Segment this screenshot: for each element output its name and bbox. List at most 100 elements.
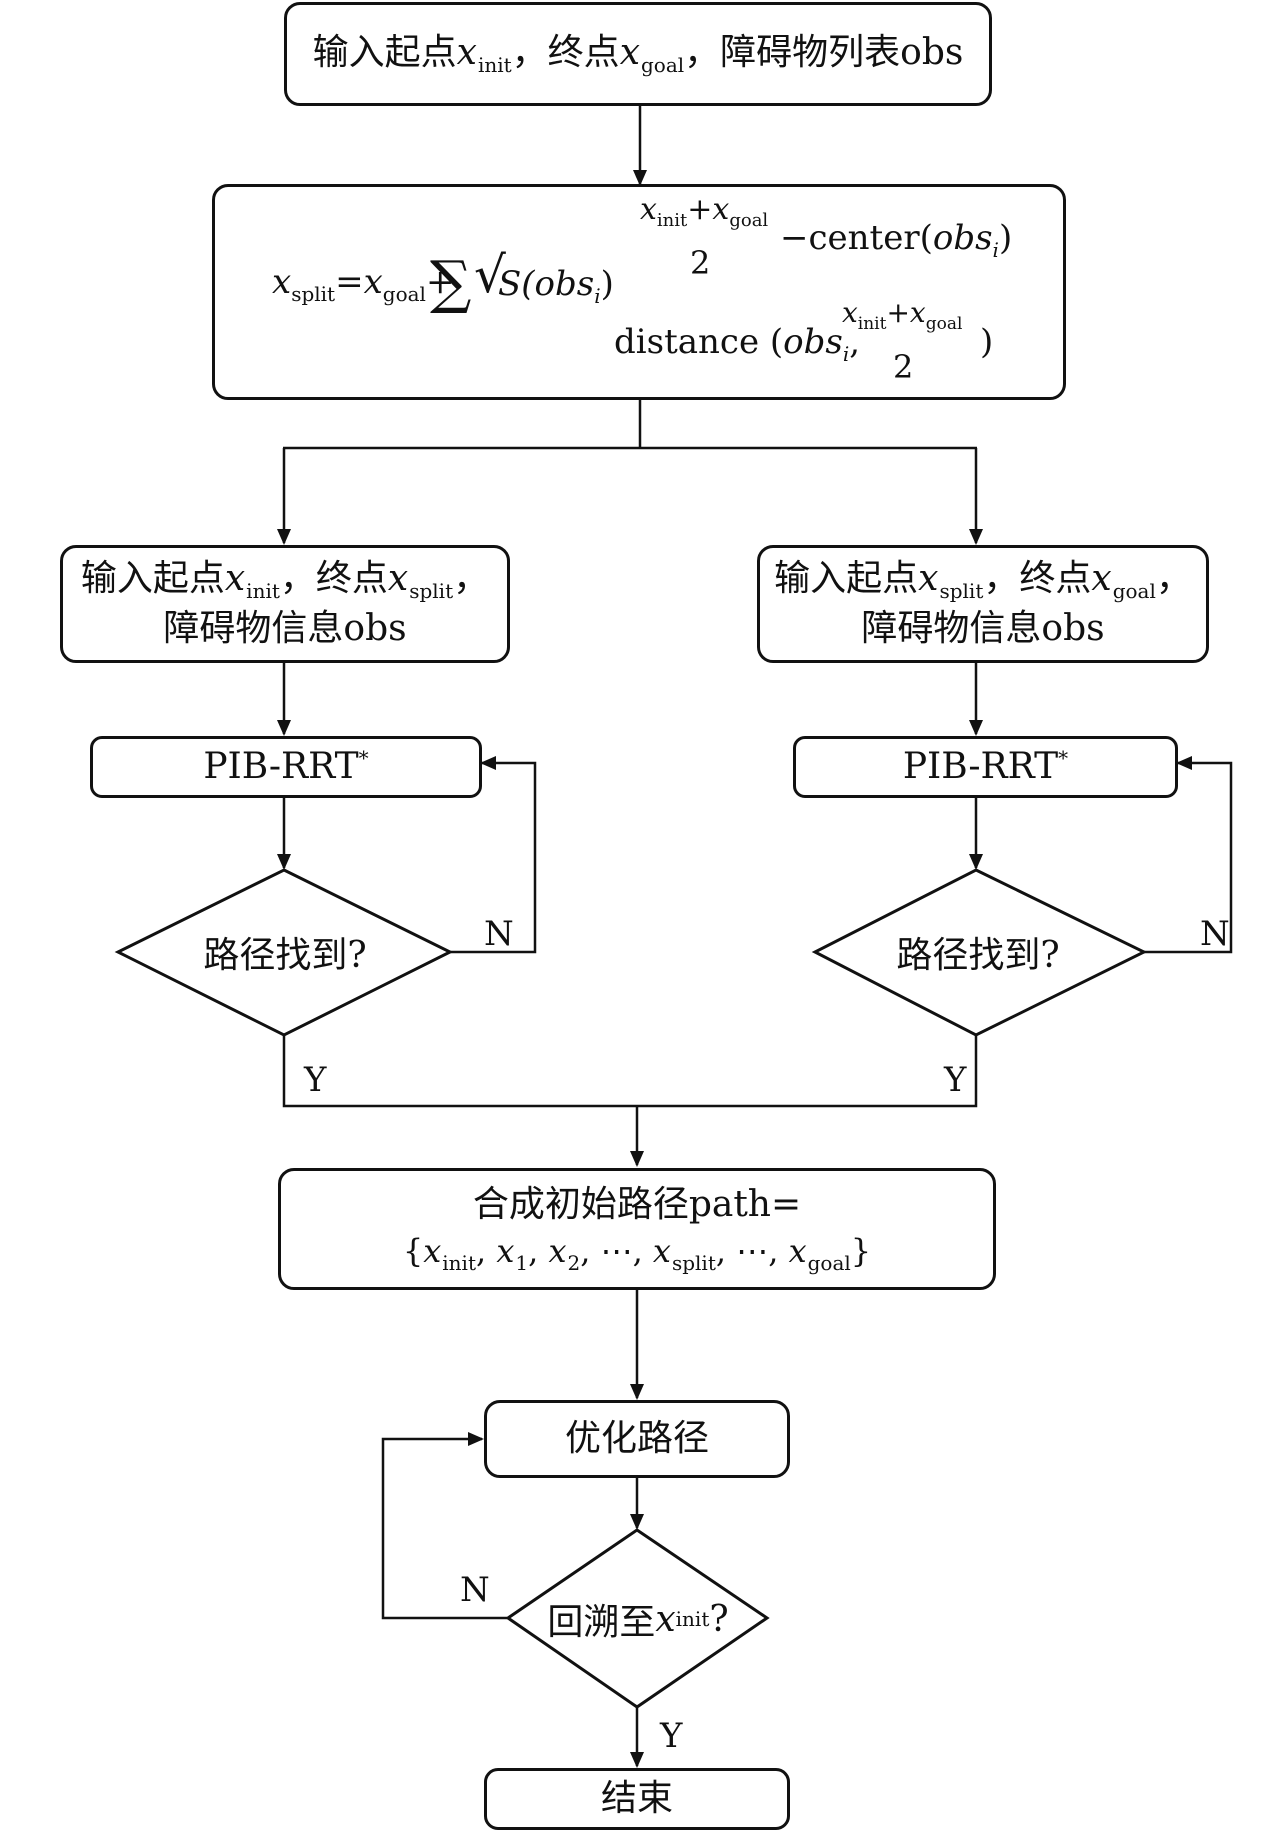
formula-sum-symbol: ∑ xyxy=(430,248,472,316)
backtrack-x: x xyxy=(655,1598,676,1640)
right-input-x1: x xyxy=(918,557,939,599)
left-input-comma: ， xyxy=(453,557,490,599)
right-input-box: 输入起点xsplit，终点xgoal， 障碍物信息obs xyxy=(757,545,1209,663)
backtrack-prefix: 回溯至 xyxy=(547,1602,656,1643)
num-obs: obs xyxy=(932,218,993,258)
merge-x-init: x xyxy=(423,1231,442,1270)
split-formula-box xyxy=(212,184,1066,400)
den-i: i xyxy=(842,342,850,366)
start-x-init: x xyxy=(456,32,477,73)
merge-s-goal: goal xyxy=(807,1250,851,1275)
formula-sqrt-symbol: √ xyxy=(474,246,506,304)
left-no-loop xyxy=(450,756,537,954)
end-label: 结束 xyxy=(600,1777,673,1819)
left-decision-diamond xyxy=(114,868,454,1037)
optimize-path-box: 优化路径 xyxy=(484,1400,790,1478)
right-pib-rrt-label: PIB-RRT* xyxy=(903,743,1068,792)
backtrack-no-label: N xyxy=(460,1570,490,1610)
num-center: −center( xyxy=(780,218,933,258)
left-decision-text: 路径找到? xyxy=(203,935,367,976)
merge-sep-6: , xyxy=(768,1231,789,1270)
merge-s-split: split xyxy=(671,1250,716,1275)
right-input-line2: 障碍物信息obs xyxy=(861,607,1105,649)
den-plus: + xyxy=(886,296,910,329)
merge-close: } xyxy=(850,1231,872,1270)
start-prefix: 输入起点 xyxy=(312,32,457,73)
formula-lhs: xsplit=xgoal+ xyxy=(272,262,454,306)
merge-sep-2: , xyxy=(528,1231,549,1270)
backtrack-sub: init xyxy=(675,1607,710,1631)
left-input-line1: 输入起点xinit，终点xsplit， xyxy=(81,555,489,605)
merge-s1: 1 xyxy=(515,1250,529,1275)
merge-s2: 2 xyxy=(567,1250,581,1275)
right-decision-diamond xyxy=(811,868,1148,1037)
merge-s-init: init xyxy=(442,1250,476,1275)
left-yes-label: Y xyxy=(304,1060,327,1100)
start-x-goal: x xyxy=(619,32,640,73)
left-input-x1: x xyxy=(224,557,246,599)
backtrack-suffix: ? xyxy=(709,1598,729,1640)
num-plus: + xyxy=(687,192,713,227)
left-input-mid: ，终点 xyxy=(279,557,388,599)
den-x2: x xyxy=(909,296,926,329)
merge-x1: x xyxy=(496,1231,515,1270)
right-input-mid: ，终点 xyxy=(983,557,1092,599)
formula-s-obs-i: i xyxy=(594,284,601,308)
num-x2: x xyxy=(712,192,730,227)
right-input-sub1: split xyxy=(939,578,984,603)
right-input-comma: ， xyxy=(1155,557,1192,599)
left-input-sub2: split xyxy=(409,578,454,603)
merge-path-box: 合成初始路径path= {xinit, x1, x2, ⋯, xsplit, ⋯… xyxy=(278,1168,996,1290)
start-suffix: ，障碍物列表obs xyxy=(684,32,964,73)
left-no-label: N xyxy=(484,914,514,954)
left-pib-rrt-label: PIB-RRT* xyxy=(203,743,368,792)
right-input-prefix: 输入起点 xyxy=(774,557,919,599)
right-input-line1: 输入起点xsplit，终点xgoal， xyxy=(774,555,1192,605)
den-sub2: goal xyxy=(925,314,963,334)
start-input-text: 输入起点xinit，终点xgoal，障碍物列表obs xyxy=(313,29,964,79)
backtrack-decision-diamond xyxy=(505,1528,770,1709)
right-decision-text: 路径找到? xyxy=(896,935,1060,976)
left-pib-rrt-box: PIB-RRT* xyxy=(90,736,482,798)
num-sub2: goal xyxy=(729,210,769,231)
right-yes-label: Y xyxy=(944,1060,967,1100)
formula-lhs-sub: split xyxy=(291,282,336,306)
backtrack-no-loop xyxy=(381,1432,508,1620)
merge-sep-3: , xyxy=(580,1231,601,1270)
num-close: ) xyxy=(998,218,1013,258)
right-pib-text: PIB-RRT xyxy=(902,745,1059,787)
merge-sep-4: , xyxy=(632,1231,653,1270)
start-x-goal-sub: goal xyxy=(641,53,685,77)
start-input-box: 输入起点xinit，终点xgoal，障碍物列表obs xyxy=(284,2,992,106)
den-comma: , xyxy=(849,322,861,362)
num-i: i xyxy=(992,238,999,262)
formula-s-obs: S(obsi) xyxy=(498,264,614,308)
right-no-label: N xyxy=(1200,914,1230,954)
den-sub1: init xyxy=(857,314,887,334)
formula-s-obs-text: S(obs xyxy=(498,264,595,304)
left-input-sub1: init xyxy=(246,578,280,603)
formula-goal-x: x xyxy=(363,262,383,302)
formula-denominator: distance (obsi, xyxy=(614,322,860,366)
left-input-box: 输入起点xinit，终点xsplit， 障碍物信息obs xyxy=(60,545,510,663)
num-x1: x xyxy=(640,192,657,227)
merge-dots-2: ⋯ xyxy=(736,1231,769,1270)
formula-den-close: ) xyxy=(980,322,994,362)
merge-line1: 合成初始路径path= xyxy=(472,1184,802,1226)
left-input-x2: x xyxy=(387,557,409,599)
formula-numerator-center: −center(obsi) xyxy=(780,218,1012,262)
left-yes-line xyxy=(282,1035,978,1108)
merge-x-split: x xyxy=(652,1231,671,1270)
merge-sep-1: , xyxy=(475,1231,497,1270)
formula-lhs-x: x xyxy=(272,262,292,302)
right-pib-rrt-box: PIB-RRT* xyxy=(793,736,1178,798)
formula-plus: + xyxy=(425,262,455,302)
formula-eq: = xyxy=(335,262,364,302)
den-x1: x xyxy=(842,296,858,329)
start-x-init-sub: init xyxy=(477,53,512,77)
right-input-sub2: goal xyxy=(1112,578,1156,603)
formula-den-two: 2 xyxy=(893,348,914,386)
merge-open: { xyxy=(402,1231,424,1270)
